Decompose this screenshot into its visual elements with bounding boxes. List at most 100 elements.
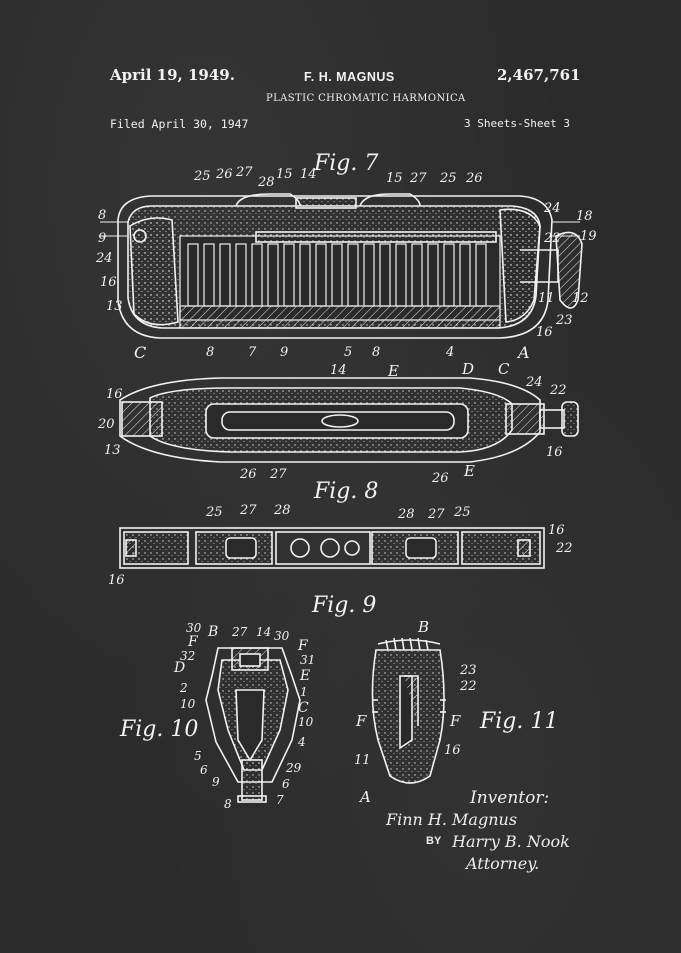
inventor-signature: Finn H. Magnus — [386, 810, 518, 829]
fig11-caption: Fig. 11 — [479, 709, 558, 734]
svg-text:F: F — [187, 634, 199, 650]
fig7-hump-right — [359, 193, 421, 207]
svg-text:D: D — [461, 360, 474, 378]
svg-text:11: 11 — [354, 753, 371, 768]
svg-text:E: E — [299, 668, 310, 684]
svg-text:16: 16 — [548, 523, 565, 538]
figure-11: Fig. 11 — [371, 637, 558, 784]
svg-text:27: 27 — [231, 625, 248, 639]
fig8-button — [561, 401, 579, 437]
patent-title: PLASTIC CHROMATIC HARMONICA — [266, 93, 466, 104]
svg-text:16: 16 — [536, 325, 553, 340]
figure-10: Fig. 10 — [119, 647, 301, 803]
fig8-center-hole — [321, 414, 359, 428]
svg-text:28: 28 — [273, 503, 291, 518]
fig7-slide-bar — [255, 231, 497, 243]
svg-text:8: 8 — [206, 345, 214, 360]
svg-text:16: 16 — [546, 445, 563, 460]
inventor-label: Inventor: — [470, 788, 550, 808]
fig7-right-cap — [499, 208, 541, 323]
patent-date: April 19, 1949. — [110, 66, 235, 84]
svg-text:30: 30 — [274, 629, 290, 643]
svg-text:5: 5 — [194, 749, 202, 763]
svg-text:F: F — [449, 712, 461, 730]
svg-text:C: C — [298, 700, 309, 716]
svg-text:25: 25 — [453, 505, 471, 520]
fig9-caption: Fig. 9 — [311, 593, 376, 618]
fig10-ref-numerals: 30 B 27 14 30 F F 32 D 31 E 2 1 10 C 10 … — [173, 621, 315, 811]
svg-text:13: 13 — [104, 443, 121, 458]
svg-text:8: 8 — [372, 345, 380, 360]
svg-text:22: 22 — [549, 383, 567, 398]
svg-text:27: 27 — [409, 171, 427, 186]
svg-text:22: 22 — [543, 231, 561, 246]
svg-text:1: 1 — [300, 685, 308, 699]
svg-text:27: 27 — [269, 467, 287, 482]
figure-7: Fig. 7 — [100, 151, 583, 339]
svg-text:C: C — [134, 343, 146, 362]
svg-text:14: 14 — [300, 167, 317, 182]
svg-text:8: 8 — [98, 208, 106, 223]
svg-text:18: 18 — [576, 209, 593, 224]
svg-text:28: 28 — [397, 507, 415, 522]
svg-text:26: 26 — [239, 467, 257, 482]
figure-8: Fig. 8 — [119, 377, 579, 504]
inventor-name: F. H. MAGNUS — [304, 70, 395, 84]
svg-text:11: 11 — [538, 291, 555, 306]
svg-text:6: 6 — [282, 777, 290, 791]
svg-text:15: 15 — [386, 171, 403, 186]
svg-text:27: 27 — [235, 165, 253, 180]
svg-text:4: 4 — [297, 735, 306, 749]
svg-text:16: 16 — [106, 387, 123, 402]
sheet-count: 3 Sheets-Sheet 3 — [464, 117, 570, 130]
svg-text:4: 4 — [445, 345, 454, 360]
svg-text:E: E — [463, 462, 475, 480]
fig11-ref-numerals: B 23 22 F F 11 16 A — [354, 618, 477, 806]
svg-text:F: F — [297, 638, 309, 654]
svg-text:B: B — [207, 624, 218, 640]
svg-text:24: 24 — [95, 251, 113, 266]
fig7-comb-slots — [179, 235, 501, 329]
by-label: BY — [426, 835, 442, 847]
svg-text:C: C — [498, 360, 510, 378]
svg-text:A: A — [358, 788, 371, 806]
svg-text:22: 22 — [555, 541, 573, 556]
fig8-left-end — [121, 401, 163, 437]
svg-text:26: 26 — [215, 167, 233, 182]
svg-text:12: 12 — [572, 291, 589, 306]
svg-text:32: 32 — [180, 649, 195, 663]
svg-text:29: 29 — [285, 761, 302, 775]
fig7-mouthpiece-top — [295, 197, 357, 209]
svg-text:F: F — [355, 712, 367, 730]
fig7-caption: Fig. 7 — [313, 151, 378, 176]
svg-text:15: 15 — [276, 167, 293, 182]
svg-text:8: 8 — [224, 797, 232, 811]
svg-text:16: 16 — [100, 275, 117, 290]
svg-text:2: 2 — [179, 681, 188, 695]
svg-text:23: 23 — [459, 663, 477, 678]
filed-date: Filed April 30, 1947 — [110, 117, 249, 131]
svg-text:D: D — [173, 660, 185, 676]
fig7-outer-shell — [117, 195, 553, 339]
fig7-slide-button — [555, 231, 583, 309]
svg-text:B: B — [417, 618, 429, 636]
svg-text:7: 7 — [248, 345, 257, 360]
fig10-outer — [205, 647, 301, 783]
attorney-signature: Harry B. Nook — [452, 832, 570, 851]
patent-number: 2,467,761 — [497, 66, 581, 84]
svg-text:E: E — [387, 362, 399, 380]
svg-text:A: A — [516, 343, 530, 362]
fig8-slot — [221, 411, 455, 431]
svg-text:24: 24 — [543, 201, 561, 216]
fig10-caption: Fig. 10 — [119, 717, 198, 742]
svg-text:25: 25 — [205, 505, 223, 520]
figure-9: Fig. 9 — [119, 527, 545, 618]
svg-text:24: 24 — [525, 375, 543, 390]
svg-text:30: 30 — [186, 621, 202, 635]
svg-text:9: 9 — [280, 345, 288, 360]
svg-text:22: 22 — [459, 679, 477, 694]
svg-text:9: 9 — [98, 231, 106, 246]
fig8-right-end — [505, 403, 545, 435]
svg-text:9: 9 — [212, 775, 220, 789]
